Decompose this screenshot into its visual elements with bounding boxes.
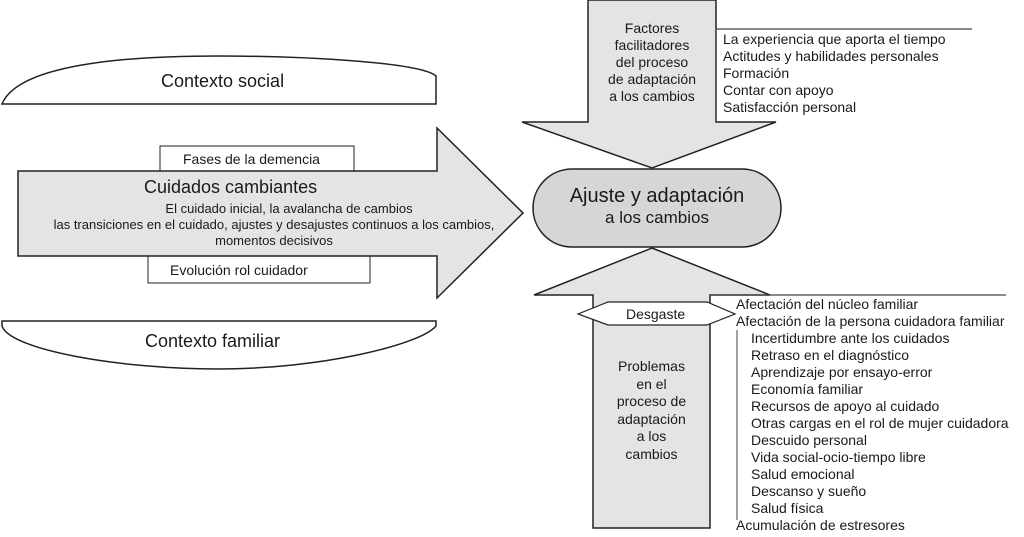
problems-label: Problemas en el proceso de adaptación a … xyxy=(593,358,710,463)
changing-care-line: El cuidado inicial, la avalancha de camb… xyxy=(165,201,413,216)
problem-subitem: Vida social-ocio-tiempo libre xyxy=(751,449,926,465)
problems-line: Problemas xyxy=(618,358,685,374)
center-line-2: a los cambios xyxy=(605,208,709,227)
context-familiar-shape xyxy=(1,320,437,370)
changing-care-line: momentos decisivos xyxy=(215,233,333,248)
changing-care-description: El cuidado inicial, la avalancha de camb… xyxy=(18,201,530,249)
problem-subitem: Salud emocional xyxy=(751,466,855,482)
facilitating-line: de adaptación xyxy=(608,71,696,87)
facilitating-factors-label: Factores facilitadores del proceso de ad… xyxy=(588,20,716,105)
problem-subitem: Salud física xyxy=(751,500,824,516)
problem-item: Afectación del núcleo familiar xyxy=(736,296,919,312)
facilitating-line: Factores xyxy=(624,20,680,36)
problem-subitem: Descuido personal xyxy=(751,432,867,448)
problem-subitem: Economía familiar xyxy=(751,381,864,397)
facilitating-line: del proceso xyxy=(615,54,689,70)
facilitator-item: Formación xyxy=(723,65,790,81)
facilitator-item: Actitudes y habilidades personales xyxy=(723,48,939,64)
wear-hexagon-shape xyxy=(576,301,737,326)
facilitator-item: La experiencia que aporta el tiempo xyxy=(723,31,946,47)
problem-subitem: Recursos de apoyo al cuidado xyxy=(751,398,940,414)
problems-line: adaptación xyxy=(617,410,686,427)
changing-care-title: Cuidados cambiantes xyxy=(144,177,318,197)
problem-subitem: Descanso y sueño xyxy=(751,483,867,499)
context-social-label: Contexto social xyxy=(161,71,285,91)
left-arrow-shape xyxy=(17,126,525,300)
problem-subitem: Otras cargas en el rol de mujer cuidador… xyxy=(751,415,1009,431)
facilitating-factors-list: La experiencia que aporta el tiempo Acti… xyxy=(723,31,946,116)
problems-list: Afectación del núcleo familiar Afectació… xyxy=(736,296,1009,534)
problem-item: Afectación de la persona cuidadora famil… xyxy=(736,313,1005,329)
facilitating-line: facilitadores xyxy=(614,37,690,53)
role-evolution-tab-label: Evolución rol cuidador xyxy=(170,262,308,278)
problems-line: cambios xyxy=(625,445,678,462)
context-social-shape xyxy=(0,55,437,105)
facilitators-bracket xyxy=(715,28,972,122)
problems-line: proceso de xyxy=(616,393,687,409)
context-familiar-label: Contexto familiar xyxy=(145,331,281,351)
problems-line: en el xyxy=(636,375,667,392)
top-arrow-shape xyxy=(521,0,777,169)
problem-item: Acumulación de estresores xyxy=(736,517,905,533)
problem-subitem: Aprendizaje por ensayo-error xyxy=(751,364,933,380)
center-adjustment-shape xyxy=(532,168,782,248)
phases-tab-box xyxy=(159,145,355,173)
problem-subitem: Incertidumbre ante los cuidados xyxy=(751,330,950,346)
center-line-1: Ajuste y adaptación xyxy=(569,185,745,207)
facilitating-line: a los cambios xyxy=(609,88,695,104)
problem-subitem: Retraso en el diagnóstico xyxy=(751,347,909,363)
center-adjustment-label: Ajuste y adaptación a los cambios xyxy=(533,185,781,229)
facilitator-item: Satisfacción personal xyxy=(723,99,857,115)
wear-label: Desgaste xyxy=(626,306,686,322)
problems-line: a los xyxy=(636,428,667,444)
changing-care-line: las transiciones en el cuidado, ajustes … xyxy=(53,217,495,232)
phases-tab-label: Fases de la demencia xyxy=(183,151,320,167)
facilitator-item: Contar con apoyo xyxy=(723,82,834,98)
